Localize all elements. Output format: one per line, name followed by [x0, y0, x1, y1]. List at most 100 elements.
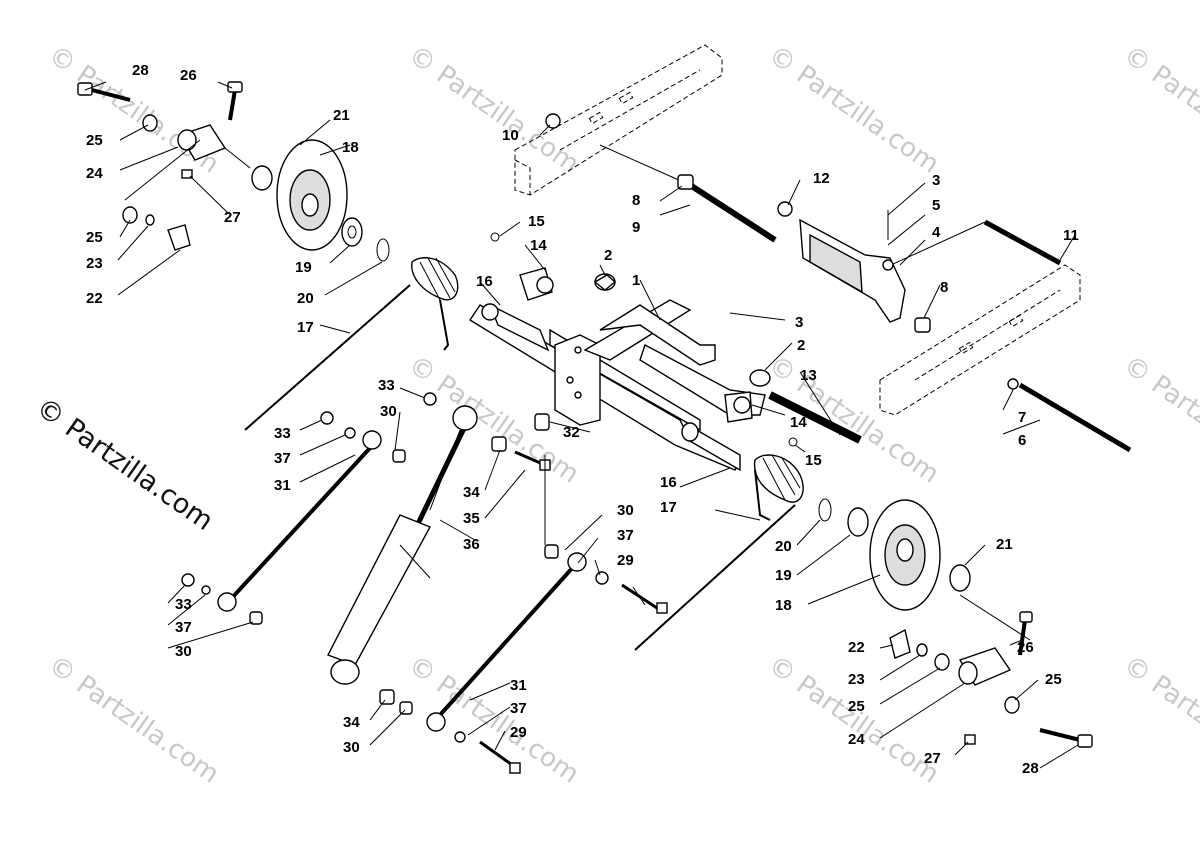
callout-20: 20	[775, 538, 792, 555]
callout-19: 19	[295, 259, 312, 276]
callout-5: 5	[932, 197, 940, 214]
right-spring-17	[634, 454, 804, 651]
callout-15: 15	[805, 452, 822, 469]
callout-6: 6	[1018, 432, 1026, 449]
callout-3: 3	[795, 314, 803, 331]
callout-4: 4	[932, 224, 941, 241]
left-idler-wheel	[276, 139, 348, 251]
right-spacer-21	[949, 564, 971, 592]
callout-37: 37	[175, 619, 192, 636]
callout-27: 27	[924, 750, 941, 767]
left-spacer-21	[251, 165, 273, 191]
callout-7: 7	[1018, 409, 1026, 426]
callout-37: 37	[617, 527, 634, 544]
callout-30: 30	[175, 643, 192, 660]
callout-30: 30	[380, 403, 397, 420]
callout-2: 2	[604, 247, 612, 264]
right-small-parts	[889, 594, 1031, 745]
callout-25: 25	[848, 698, 865, 715]
callout-16: 16	[660, 474, 677, 491]
callout-21: 21	[996, 536, 1013, 553]
upper-link-rod-31	[217, 430, 382, 612]
callout-16: 16	[476, 273, 493, 290]
callout-29: 29	[510, 724, 527, 741]
callout-29: 29	[617, 552, 634, 569]
right-bearing-19	[847, 507, 869, 537]
nut-10	[545, 113, 561, 129]
right-bolt-28	[1039, 728, 1093, 748]
hardware-lower-left	[181, 573, 521, 774]
callout-22: 22	[848, 639, 865, 656]
left-small-parts	[124, 139, 201, 251]
hardware-lower-right	[544, 544, 668, 614]
upper-shaft	[599, 144, 777, 243]
right-bolt-26	[1018, 611, 1033, 656]
callout-32: 32	[563, 424, 580, 441]
callouts: 28 26 21 18 25 24 27 25 23 22 19 20 17 1…	[86, 62, 1079, 777]
callout-25: 25	[86, 132, 103, 149]
callout-33: 33	[378, 377, 395, 394]
callout-9: 9	[632, 219, 640, 236]
callout-23: 23	[848, 671, 865, 688]
right-snap-ring-20	[818, 498, 832, 522]
hardware-upper-left	[320, 392, 551, 471]
bushing-2-upper	[593, 273, 617, 291]
right-idler-wheel	[869, 499, 941, 611]
callout-21: 21	[333, 107, 350, 124]
left-washers-25	[122, 114, 158, 224]
callout-25: 25	[1045, 671, 1062, 688]
callout-14: 14	[790, 414, 807, 431]
callout-28: 28	[132, 62, 149, 79]
shock-absorber-36	[327, 405, 478, 685]
callout-30: 30	[617, 502, 634, 519]
left-bolt-26	[227, 81, 243, 121]
callout-18: 18	[775, 597, 792, 614]
callout-30: 30	[343, 739, 360, 756]
callout-12: 12	[813, 170, 830, 187]
callout-34: 34	[463, 484, 480, 501]
callout-8: 8	[632, 192, 640, 209]
callout-14: 14	[530, 237, 547, 254]
callout-18: 18	[342, 139, 359, 156]
callout-31: 31	[510, 677, 527, 694]
bushing-16-upper	[481, 303, 550, 352]
callout-26: 26	[180, 67, 197, 84]
left-spring-17	[244, 257, 459, 431]
callout-34: 34	[343, 714, 360, 731]
bushing-16-lower	[681, 422, 741, 472]
right-clamp-24	[958, 647, 1012, 686]
callout-1: 1	[632, 272, 640, 289]
callout-15: 15	[528, 213, 545, 230]
callout-20: 20	[297, 290, 314, 307]
bracket-4	[799, 210, 906, 323]
left-clamp-24	[177, 124, 251, 169]
callout-31: 31	[274, 477, 291, 494]
callout-17: 17	[297, 319, 314, 336]
callout-28: 28	[1022, 760, 1039, 777]
callout-24: 24	[848, 731, 865, 748]
callout-17: 17	[660, 499, 677, 516]
bushing-2-lower	[749, 369, 771, 387]
bumper-14-upper	[519, 267, 554, 301]
callout-23: 23	[86, 255, 103, 272]
callout-22: 22	[86, 290, 103, 307]
rod-13	[768, 391, 862, 444]
clip-15	[490, 232, 798, 447]
callout-35: 35	[463, 510, 480, 527]
callout-27: 27	[224, 209, 241, 226]
spacer-32	[534, 413, 550, 431]
nut-12	[777, 201, 793, 217]
callout-3: 3	[932, 172, 940, 189]
callout-10: 10	[502, 127, 519, 144]
lower-link-rod-31	[426, 552, 587, 732]
callout-13: 13	[800, 367, 817, 384]
leader-lines	[84, 81, 1079, 769]
small-bushings-8	[677, 174, 931, 333]
callout-25: 25	[86, 229, 103, 246]
callout-33: 33	[274, 425, 291, 442]
callout-24: 24	[86, 165, 103, 182]
long-bolt-11	[879, 219, 1062, 271]
left-snap-ring-20	[376, 238, 390, 262]
